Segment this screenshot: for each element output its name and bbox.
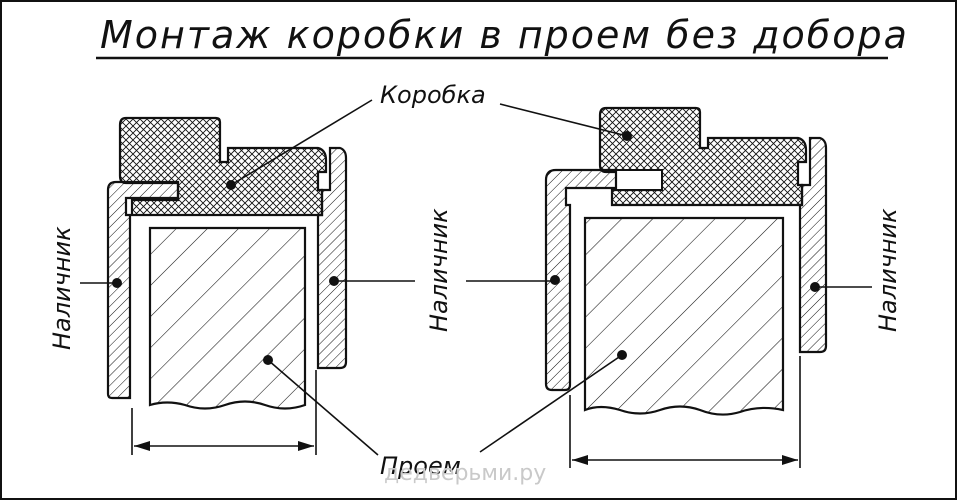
right-trim-left [544, 168, 618, 392]
left-trim-right [316, 146, 348, 370]
leader-opening-right [479, 354, 623, 453]
label-trim-right: Наличник [874, 208, 902, 332]
left-dim-arrow-left [134, 441, 150, 451]
leader-box-left [230, 99, 373, 186]
left-wall-opening [148, 226, 307, 410]
left-door-box [118, 116, 328, 217]
right-trim-dot-left [550, 275, 560, 285]
right-assembly [544, 106, 828, 468]
right-dim-arrow-right [782, 455, 798, 465]
right-wall-opening [583, 216, 785, 416]
left-trim-left [106, 180, 180, 400]
watermark: дедверьми.ру [384, 461, 546, 486]
label-box: Коробка [380, 81, 486, 109]
right-door-box [598, 106, 808, 207]
leader-lines [80, 99, 872, 456]
leader-box-right [499, 103, 628, 137]
leader-opening-left [267, 359, 379, 456]
right-box-insert [615, 169, 663, 191]
label-trim-left: Наличник [48, 226, 76, 350]
right-trim-right [798, 136, 828, 354]
label-opening: Проем [380, 452, 461, 480]
left-dim-arrow-right [298, 441, 314, 451]
diagram-title: Монтаж коробки в проем без добора [100, 13, 909, 57]
right-dim-arrow-left [572, 455, 588, 465]
label-trim-mid: Наличник [425, 208, 453, 332]
left-assembly [106, 116, 348, 455]
